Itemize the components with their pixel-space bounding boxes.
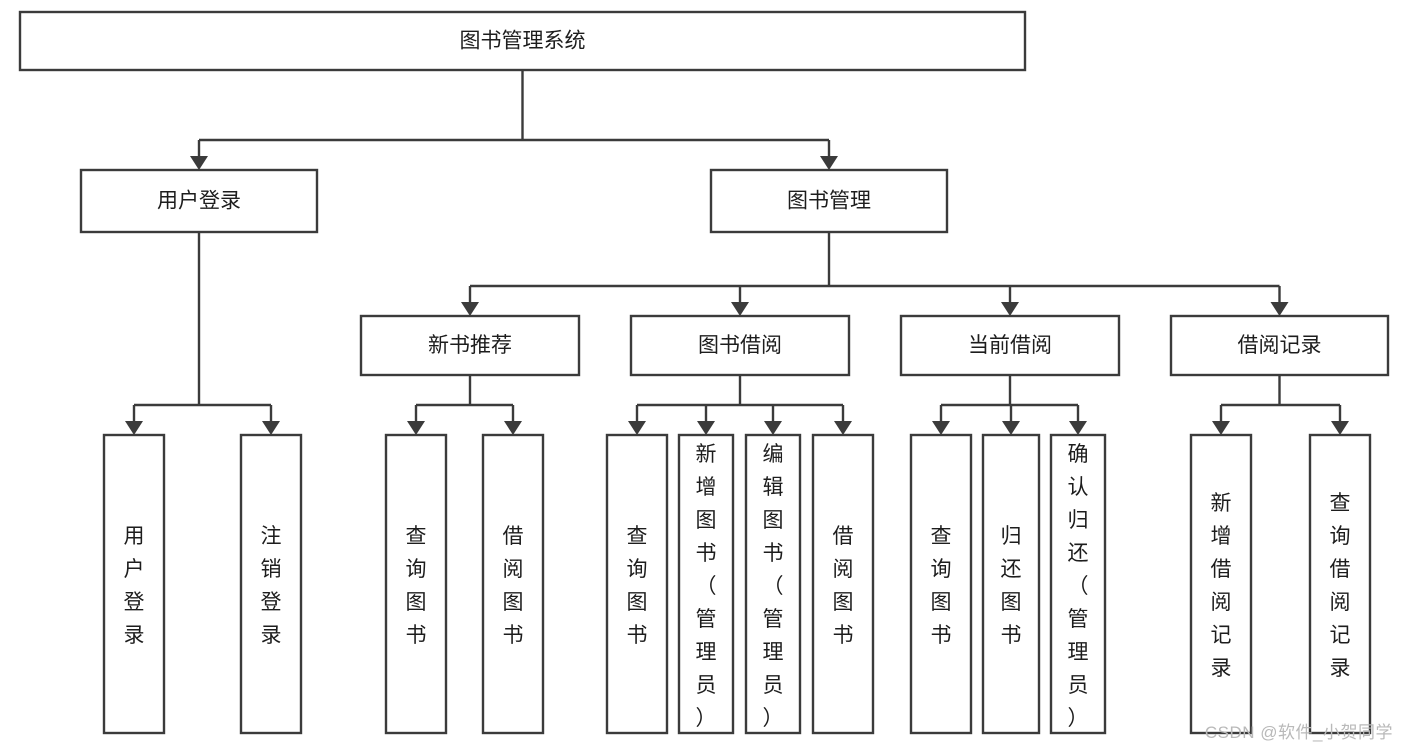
node-label: 新书推荐 [428,334,512,357]
node-label: 图书借阅 [698,334,782,357]
node-label: 查询图书 [627,525,648,647]
node-label: 当前借阅 [968,334,1052,357]
node-borrow-record[interactable]: 借阅记录 [1169,314,1390,377]
arrow-icon [504,421,522,435]
node-leaf-cb-confirm[interactable]: 确认归还（管理员） [1049,433,1107,735]
arrow-icon [1270,302,1289,316]
node-root[interactable]: 图书管理系统 [18,10,1027,72]
arrow-icon [764,421,782,435]
node-leaf-cb-return[interactable]: 归还图书 [981,433,1041,735]
node-box [744,433,802,735]
arrow-icon [190,156,208,170]
node-box [18,10,1027,72]
arrow-icon [932,421,950,435]
node-layer: 图书管理系统用户登录图书管理新书推荐图书借阅当前借阅借阅记录用户登录注销登录查询… [18,10,1390,735]
node-leaf-cb-query[interactable]: 查询图书 [909,433,973,735]
node-box [239,433,303,735]
node-label: 用户登录 [124,525,145,647]
node-box [677,433,735,735]
node-leaf-logout[interactable]: 注销登录 [239,433,303,735]
node-box [102,433,166,735]
node-box [909,433,973,735]
node-label: 图书管理 [787,190,871,213]
node-box [79,168,319,234]
arrow-icon [1069,421,1087,435]
node-user-login[interactable]: 用户登录 [79,168,319,234]
node-box [1049,433,1107,735]
node-box [481,433,545,735]
node-box [359,314,581,377]
node-label: 查询借阅记录 [1330,492,1351,680]
arrow-icon [731,302,749,316]
node-book-manage[interactable]: 图书管理 [709,168,949,234]
node-leaf-rec-query[interactable]: 查询图书 [384,433,448,735]
watermark-text: CSDN @软件_小贺同学 [1204,723,1393,742]
node-leaf-user-login[interactable]: 用户登录 [102,433,166,735]
arrow-icon [1001,302,1019,316]
arrow-icon [1002,421,1020,435]
arrow-icon [125,421,143,435]
arrow-icon [628,421,646,435]
node-label: 新增借阅记录 [1211,492,1232,680]
arrow-icon [1212,421,1230,435]
arrow-icon [1331,421,1349,435]
node-leaf-bb-query[interactable]: 查询图书 [605,433,669,735]
edge-layer [125,70,1349,435]
node-label: 确认归还（管理员） [1068,443,1089,730]
arrow-icon [834,421,852,435]
node-leaf-rec-borrow[interactable]: 借阅图书 [481,433,545,735]
node-box [605,433,669,735]
node-box [629,314,851,377]
node-label: 图书管理系统 [460,30,586,53]
arrow-icon [262,421,280,435]
node-label: 查询图书 [406,525,427,647]
node-box [899,314,1121,377]
arrow-icon [461,302,479,316]
node-label: 新增图书（管理员） [696,443,717,730]
node-label: 借阅图书 [833,525,854,647]
node-box [981,433,1041,735]
node-leaf-br-query[interactable]: 查询借阅记录 [1308,433,1372,735]
arrow-icon [697,421,715,435]
node-label: 查询图书 [931,525,952,647]
node-box [709,168,949,234]
node-leaf-bb-edit[interactable]: 编辑图书（管理员） [744,433,802,735]
node-leaf-bb-borrow[interactable]: 借阅图书 [811,433,875,735]
node-new-book-rec[interactable]: 新书推荐 [359,314,581,377]
node-box [1308,433,1372,735]
node-box [1189,433,1253,735]
arrow-icon [407,421,425,435]
node-label: 借阅图书 [503,525,524,647]
node-box [1169,314,1390,377]
node-leaf-br-add[interactable]: 新增借阅记录 [1189,433,1253,735]
node-current-borrow[interactable]: 当前借阅 [899,314,1121,377]
node-leaf-bb-add[interactable]: 新增图书（管理员） [677,433,735,735]
node-book-borrow[interactable]: 图书借阅 [629,314,851,377]
arrow-icon [820,156,838,170]
node-label: 用户登录 [157,190,241,213]
node-label: 编辑图书（管理员） [763,443,784,730]
node-box [384,433,448,735]
node-label: 借阅记录 [1238,334,1322,357]
node-label: 注销登录 [261,525,282,647]
node-box [811,433,875,735]
node-label: 归还图书 [1001,525,1022,647]
